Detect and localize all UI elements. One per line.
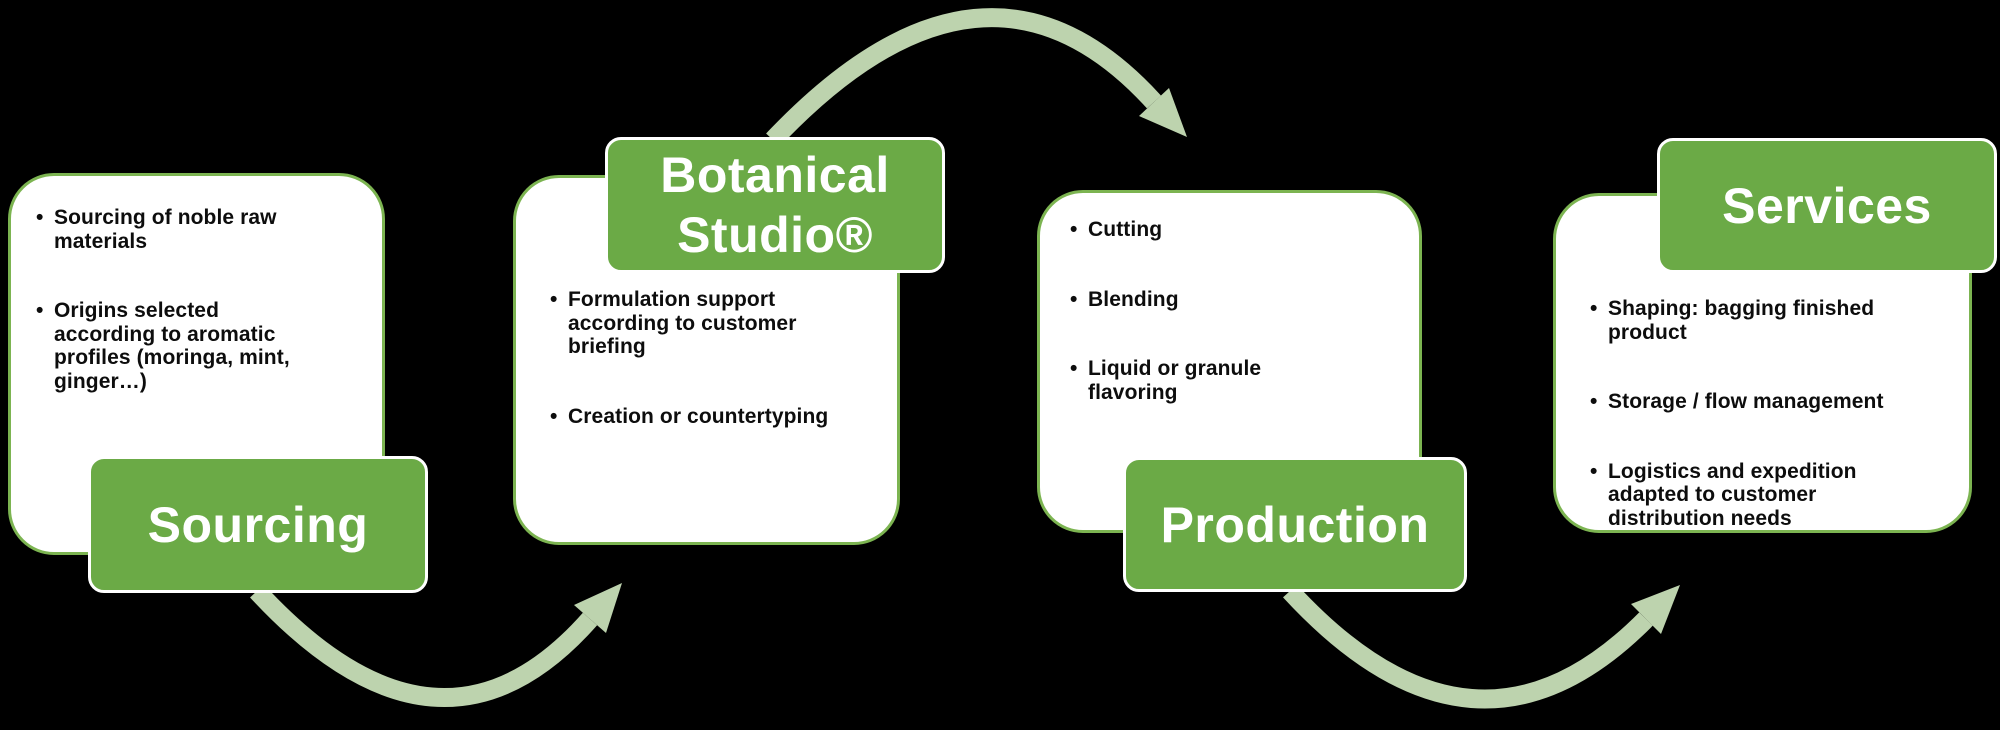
arrow-production-to-services xyxy=(1283,584,1680,709)
bullet-text: Formulation support according to custome… xyxy=(568,288,797,358)
bullet-dot-icon: • xyxy=(550,288,558,311)
bullet-item: • Origins selected according to aromatic… xyxy=(36,299,368,393)
arrow-botanical-studio-to-production xyxy=(766,8,1187,147)
bullet-dot-icon: • xyxy=(1590,390,1598,413)
bullet-dot-icon: • xyxy=(1070,357,1078,380)
bullet-dot-icon: • xyxy=(550,404,558,428)
bullet-item: • Sourcing of noble raw materials xyxy=(36,206,368,253)
bullet-dot-icon: • xyxy=(1070,287,1078,311)
stage-label-botanical-studio: Botanical Studio® xyxy=(605,137,945,273)
bullet-dot-icon: • xyxy=(1070,218,1078,241)
bullet-item: • Formulation support according to custo… xyxy=(550,288,883,359)
bullet-item: • Logistics and expedition adapted to cu… xyxy=(1590,460,1955,531)
bullet-text: Origins selected according to aromatic p… xyxy=(54,299,290,393)
stage-label-production: Production xyxy=(1123,457,1467,592)
stage-label-sourcing: Sourcing xyxy=(88,456,428,593)
bullet-text: Cutting xyxy=(1088,218,1163,241)
bullet-text: Sourcing of noble raw materials xyxy=(54,206,277,253)
stage-label-services: Services xyxy=(1657,138,1997,273)
bullet-item: • Storage / flow management xyxy=(1590,390,1955,414)
bullet-text: Creation or countertyping xyxy=(568,404,829,428)
bullet-text: Liquid or granule flavoring xyxy=(1088,357,1262,404)
bullet-text: Shaping: bagging finished product xyxy=(1608,297,1875,344)
bullet-item: • Liquid or granule flavoring xyxy=(1070,357,1405,404)
bullet-item: • Shaping: bagging finished product xyxy=(1590,297,1955,344)
bullet-item: • Blending xyxy=(1070,288,1405,312)
arrow-sourcing-to-botanical-studio xyxy=(250,583,622,708)
bullet-dot-icon: • xyxy=(36,299,44,322)
bullet-text: Storage / flow management xyxy=(1608,390,1884,413)
bullet-text: Blending xyxy=(1088,287,1179,311)
bullet-text: Logistics and expedition adapted to cust… xyxy=(1608,459,1857,530)
bullet-item: • Creation or countertyping xyxy=(550,405,883,429)
bullet-dot-icon: • xyxy=(1590,459,1598,483)
bullet-item: • Cutting xyxy=(1070,218,1405,242)
bullet-dot-icon: • xyxy=(1590,297,1598,320)
bullet-dot-icon: • xyxy=(36,206,44,229)
